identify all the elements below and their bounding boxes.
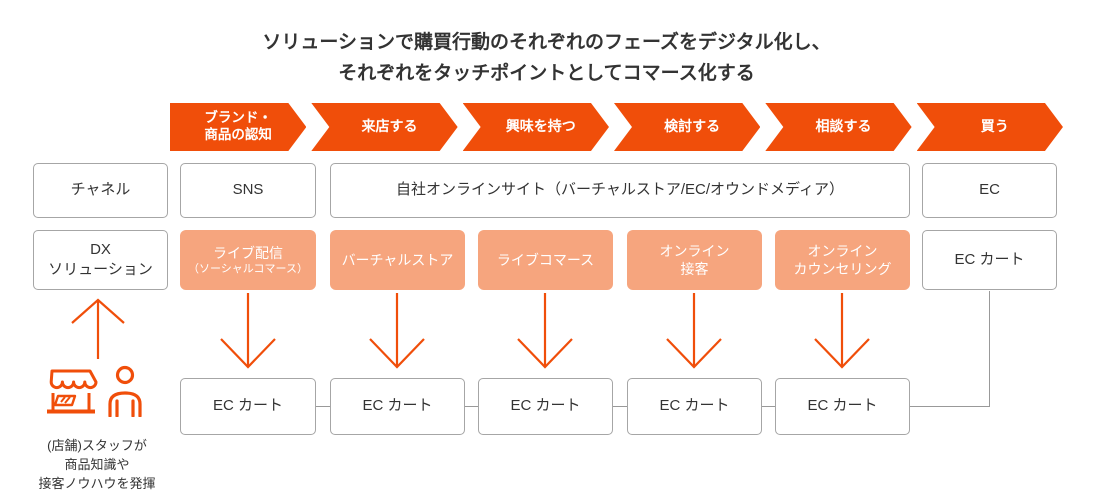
connector-line <box>316 406 330 407</box>
channel-box-ec: EC <box>922 163 1057 218</box>
solution-box-online-service: オンライン 接客 <box>627 230 762 290</box>
purchase-phase-bar: ブランド・ 商品の認知 来店する 興味を持つ 検討する 相談する 買う <box>170 103 1063 151</box>
ec-cart-box: EC カート <box>478 378 613 435</box>
ec-cart-box: EC カート <box>180 378 316 435</box>
solution-label: ライブ配信 <box>213 244 283 261</box>
arrow-up-icon <box>68 297 128 361</box>
row-label-dx-solution: DX ソリューション <box>33 230 168 290</box>
solution-box-live-commerce: ライブコマース <box>478 230 613 290</box>
solution-box-live-streaming: ライブ配信 （ソーシャルコマース） <box>180 230 316 290</box>
arrow-down-icon <box>812 293 872 371</box>
ec-cart-box: EC カート <box>627 378 762 435</box>
arrow-down-icon <box>515 293 575 371</box>
phase-chevron-consider: 検討する <box>614 103 760 151</box>
ec-cart-box: EC カート <box>775 378 910 435</box>
connector-line <box>762 406 775 407</box>
staff-person-icon <box>104 365 146 422</box>
row-label-channel: チャネル <box>33 163 168 218</box>
connector-line <box>465 406 478 407</box>
channel-box-sns: SNS <box>180 163 316 218</box>
connector-elbow-vertical <box>989 291 990 406</box>
phase-chevron-awareness: ブランド・ 商品の認知 <box>170 103 306 151</box>
phase-chevron-visit: 来店する <box>311 103 457 151</box>
channel-box-own-site: 自社オンラインサイト（バーチャルストア/EC/オウンドメディア） <box>330 163 910 218</box>
solution-box-ec-cart: EC カート <box>922 230 1057 290</box>
solution-box-virtual-store: バーチャルストア <box>330 230 465 290</box>
arrow-down-icon <box>218 293 278 371</box>
connector-line <box>613 406 627 407</box>
connector-elbow-horizontal <box>910 406 990 407</box>
diagram-title: ソリューションで購買行動のそれぞれのフェーズをデジタル化し、 それぞれをタッチポ… <box>262 32 831 84</box>
phase-chevron-interest: 興味を持つ <box>463 103 609 151</box>
phase-chevron-buy: 買う <box>917 103 1063 151</box>
storefront-icon <box>42 367 100 422</box>
ec-cart-box: EC カート <box>330 378 465 435</box>
phase-chevron-consult: 相談する <box>765 103 911 151</box>
solution-sublabel: （ソーシャルコマース） <box>187 262 308 275</box>
staff-caption: (店舗)スタッフが 商品知識や 接客ノウハウを発揮 <box>38 438 156 491</box>
arrow-down-icon <box>367 293 427 371</box>
arrow-down-icon <box>664 293 724 371</box>
solution-box-online-counseling: オンライン カウンセリング <box>775 230 910 290</box>
